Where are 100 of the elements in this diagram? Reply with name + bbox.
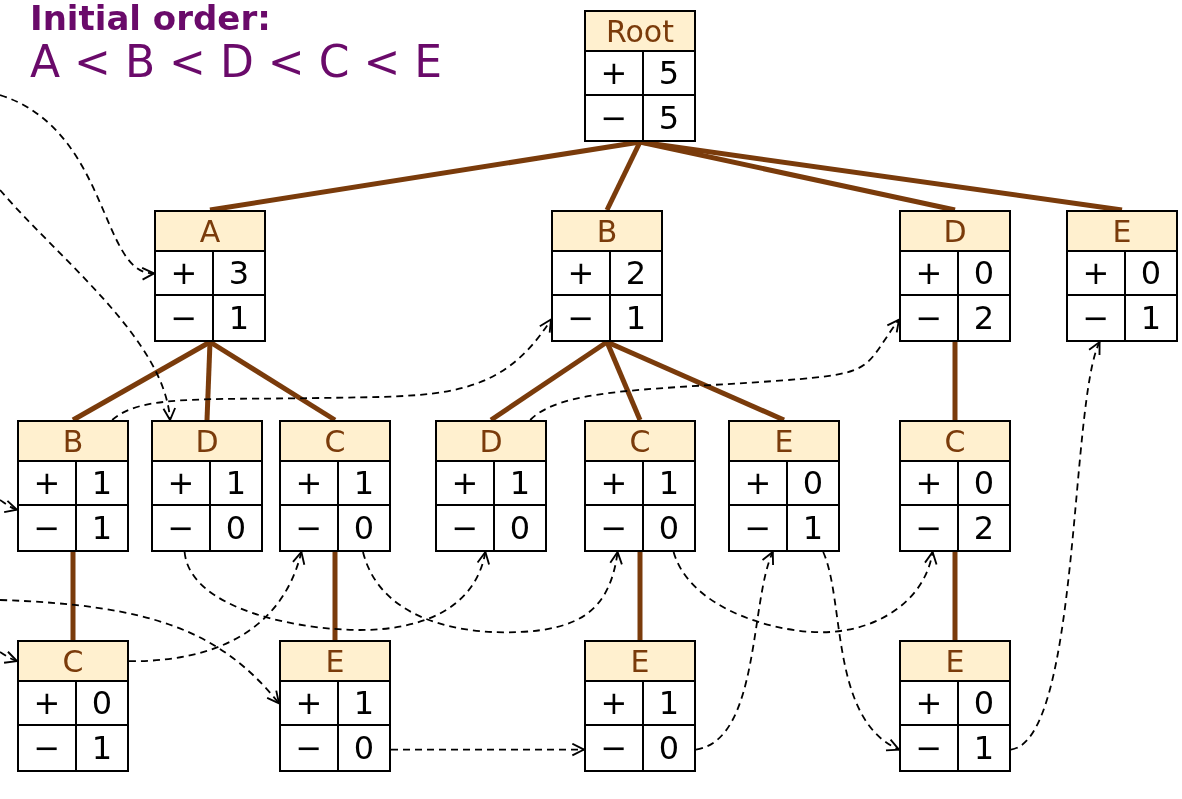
count-table bbox=[154, 210, 266, 342]
count-cell: 1 bbox=[644, 682, 694, 726]
sign-cell: + bbox=[437, 462, 495, 506]
count-cell: 1 bbox=[77, 462, 127, 506]
sign-cell: − bbox=[437, 506, 495, 550]
sign-cell: − bbox=[553, 296, 611, 340]
dashed-arrow bbox=[362, 551, 623, 634]
count-table bbox=[899, 420, 1011, 552]
count-cell-text: 1 bbox=[227, 298, 251, 339]
sign-cell: − bbox=[281, 726, 339, 770]
count-table bbox=[584, 420, 696, 552]
count-cell-text: 5 bbox=[657, 98, 681, 139]
count-cell-text: 1 bbox=[1139, 298, 1163, 339]
count-cell-text: 0 bbox=[657, 508, 681, 549]
sign-cell: − bbox=[901, 506, 959, 550]
count-cell: 0 bbox=[959, 252, 1009, 296]
count-table bbox=[551, 210, 663, 342]
sign-cell: − bbox=[19, 506, 77, 550]
count-cell-text: 0 bbox=[224, 508, 248, 549]
sign-cell: + bbox=[553, 252, 611, 296]
count-cell-text: 1 bbox=[90, 728, 114, 769]
title: Initial order: bbox=[30, 0, 271, 38]
sign-cell: − bbox=[901, 296, 959, 340]
node-heading: E bbox=[730, 422, 838, 462]
node-heading: A bbox=[156, 212, 264, 252]
sign-cell: − bbox=[1068, 296, 1126, 340]
count-cell-text: 0 bbox=[657, 728, 681, 769]
sign-cell: + bbox=[19, 462, 77, 506]
count-cell: 1 bbox=[644, 462, 694, 506]
tree-link bbox=[70, 552, 76, 640]
sign-cell: − bbox=[19, 726, 77, 770]
count-cell: 3 bbox=[214, 252, 264, 296]
count-cell: 1 bbox=[495, 462, 545, 506]
sign-cell: + bbox=[901, 462, 959, 506]
count-cell-text: 0 bbox=[352, 728, 376, 769]
sign-cell: + bbox=[153, 462, 211, 506]
sign-cell: − bbox=[586, 96, 644, 140]
count-table bbox=[279, 420, 391, 552]
count-cell: 1 bbox=[339, 462, 389, 506]
sign-cell: − bbox=[156, 296, 214, 340]
count-table bbox=[435, 420, 547, 552]
dashed-arrow bbox=[822, 551, 900, 751]
sign-cell: + bbox=[586, 682, 644, 726]
node-heading: D bbox=[437, 422, 545, 462]
dashed-arrow bbox=[390, 742, 585, 757]
node-heading: E bbox=[281, 642, 389, 682]
dashed-arrow bbox=[695, 551, 776, 751]
node-heading: E bbox=[586, 642, 694, 682]
count-cell-text: 2 bbox=[972, 508, 996, 549]
sign-cell: + bbox=[281, 462, 339, 506]
node-heading: B bbox=[19, 422, 127, 462]
sign-cell: − bbox=[281, 506, 339, 550]
count-cell: 1 bbox=[339, 682, 389, 726]
sign-cell: + bbox=[586, 462, 644, 506]
sign-cell: − bbox=[730, 506, 788, 550]
dashed-arrow bbox=[183, 551, 490, 631]
dashed-arrow bbox=[672, 551, 937, 634]
node-heading: D bbox=[153, 422, 261, 462]
sign-cell: + bbox=[586, 52, 644, 96]
sign-cell: − bbox=[586, 506, 644, 550]
node-heading: C bbox=[19, 642, 127, 682]
count-cell: 5 bbox=[644, 52, 694, 96]
count-cell-text: 1 bbox=[972, 728, 996, 769]
count-cell: 0 bbox=[788, 462, 838, 506]
node-heading: Root bbox=[586, 12, 694, 52]
count-cell-text: 0 bbox=[508, 508, 532, 549]
sign-cell: + bbox=[730, 462, 788, 506]
count-table bbox=[584, 10, 696, 142]
sign-cell: + bbox=[1068, 252, 1126, 296]
dashed-arrow bbox=[128, 551, 305, 662]
sign-cell: − bbox=[153, 506, 211, 550]
node-heading: E bbox=[1068, 212, 1176, 252]
dashed-arrow bbox=[0, 650, 18, 664]
count-cell-text: 2 bbox=[972, 298, 996, 339]
tree-link bbox=[952, 552, 958, 640]
count-cell: 0 bbox=[959, 462, 1009, 506]
count-table bbox=[899, 210, 1011, 342]
count-cell-text: 1 bbox=[801, 508, 825, 549]
dashed-arrow bbox=[1010, 341, 1103, 751]
sign-cell: − bbox=[901, 726, 959, 770]
count-table bbox=[17, 640, 129, 772]
sign-cell: + bbox=[901, 682, 959, 726]
sign-cell: − bbox=[586, 726, 644, 770]
tree-link bbox=[637, 552, 643, 640]
sign-cell: + bbox=[901, 252, 959, 296]
node-heading: C bbox=[901, 422, 1009, 462]
count-table bbox=[899, 640, 1011, 772]
tree-link bbox=[604, 341, 643, 421]
count-table bbox=[584, 640, 696, 772]
count-table bbox=[279, 640, 391, 772]
node-heading: E bbox=[901, 642, 1009, 682]
count-cell-text: 0 bbox=[352, 508, 376, 549]
count-cell: 2 bbox=[611, 252, 661, 296]
count-cell: 0 bbox=[1126, 252, 1176, 296]
tree-link bbox=[332, 552, 338, 640]
dashed-arrow bbox=[0, 599, 280, 705]
dashed-arrow bbox=[0, 189, 175, 421]
tree-link bbox=[952, 342, 958, 420]
sign-cell: + bbox=[19, 682, 77, 726]
count-cell: 0 bbox=[77, 682, 127, 726]
